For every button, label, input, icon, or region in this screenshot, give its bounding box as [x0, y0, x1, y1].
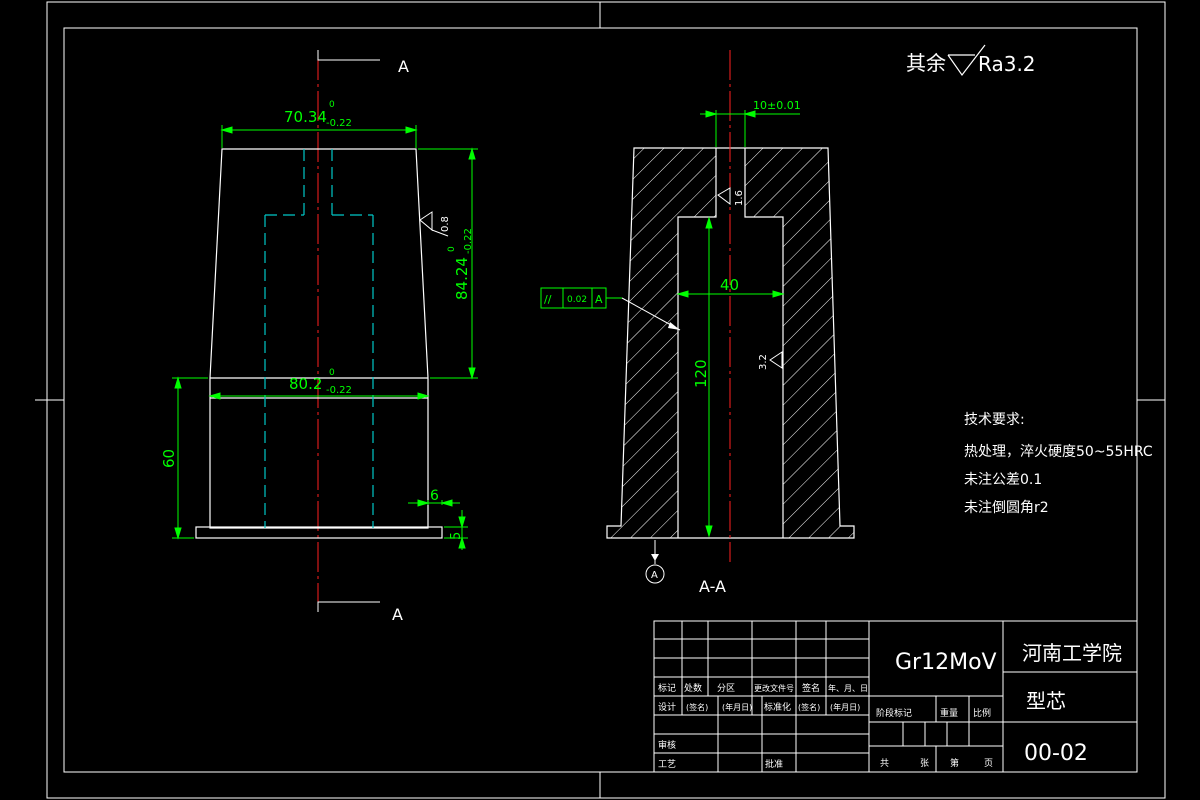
sheet-frame [35, 1, 1166, 799]
sheet-label-page: 页 [984, 758, 993, 769]
section-title: A-A [699, 577, 726, 596]
hole-width-dim: 10±0.01 [753, 99, 801, 112]
rev-header-3: 更改文件号 [754, 683, 794, 693]
height-tol-lower: -0.22 [463, 228, 474, 254]
title-block-text: 标记 处数 分区 更改文件号 签名 年、月、日 设计 (签名) (年月日) 标准… [658, 641, 1122, 770]
design-date: (年月日) [722, 702, 752, 712]
front-dimensions [172, 125, 478, 550]
material: Gr12MoV [895, 650, 997, 675]
design-sign: (签名) [686, 702, 708, 712]
tech-requirements: 技术要求: 热处理，淬火硬度50~55HRC 未注公差0.1 未注倒圆角r2 [964, 412, 1153, 516]
roughness-inner-value: 3.2 [758, 354, 769, 370]
lower-height-dim: 60 [160, 449, 178, 468]
section-view-a-a: 10±0.01 40 120 // 0.02 A 1.6 3.2 A A-A [540, 50, 855, 596]
section-mark-top: A [398, 57, 409, 76]
roughness-inner-icon [769, 351, 783, 369]
tech-item-3: 未注倒圆角r2 [964, 500, 1049, 516]
part-name: 型芯 [1026, 689, 1066, 713]
roughness-top-value: 1.6 [734, 190, 745, 206]
height-dim: 84.24 [453, 257, 471, 300]
roughness-top-icon [717, 187, 731, 205]
standardize-sign: (签名) [798, 702, 820, 712]
review-label: 审核 [658, 739, 676, 751]
section-hatched-body [606, 147, 855, 539]
front-hidden-lines [264, 149, 374, 528]
cavity-depth-dim: 120 [692, 359, 710, 388]
mid-width-tol-upper: 0 [329, 368, 335, 378]
process-label: 工艺 [658, 759, 676, 770]
sheet-label-number: 第 [950, 757, 959, 769]
standardize-date: (年月日) [830, 702, 860, 712]
tech-item-1: 热处理，淬火硬度50~55HRC [964, 444, 1153, 460]
step-dim: 6 [430, 488, 439, 504]
datum-label: A [651, 570, 658, 581]
surface-roughness-note: 其余 Ra3.2 [906, 44, 1036, 77]
roughness-symbol-icon [947, 44, 986, 77]
section-mark-bottom: A [392, 605, 403, 624]
mid-width-dim: 80.2 [289, 375, 322, 393]
section-dimensions [540, 110, 800, 538]
datum-circle-icon [645, 564, 665, 584]
front-view: A A [160, 50, 478, 624]
roughness-value: Ra3.2 [978, 52, 1036, 76]
tolerance-symbol: // [544, 293, 552, 306]
top-width-dim: 70.34 [284, 108, 327, 126]
drawing-number: 00-02 [1024, 741, 1088, 766]
roughness-side-value: 0.8 [440, 216, 451, 232]
school-name: 河南工学院 [1022, 641, 1122, 665]
approve-label: 批准 [765, 758, 783, 770]
scale-header: 比例 [973, 707, 991, 719]
mid-width-tol-lower: -0.22 [326, 385, 352, 396]
rev-header-0: 标记 [658, 682, 676, 694]
rev-header-4: 签名 [802, 682, 820, 694]
cavity-width-dim: 40 [720, 276, 739, 294]
rev-header-1: 处数 [684, 682, 702, 694]
rev-header-5: 年、月、日 [828, 683, 868, 693]
base-dim: 5 [449, 532, 464, 540]
tech-title: 技术要求: [964, 412, 1025, 428]
front-base-flange [195, 526, 443, 539]
stage-header: 阶段标记 [876, 707, 912, 719]
roughness-side-icon [419, 211, 433, 232]
roughness-prefix: 其余 [906, 51, 946, 75]
rev-header-2: 分区 [717, 683, 735, 694]
sheet-label-total: 共 [880, 758, 889, 769]
title-block [653, 620, 1138, 773]
front-outline [209, 148, 429, 529]
standardize-label: 标准化 [764, 701, 791, 713]
weight-header: 重量 [940, 707, 958, 719]
height-tol-upper: 0 [447, 246, 457, 252]
top-width-tol-lower: -0.22 [326, 118, 352, 129]
tolerance-value: 0.02 [567, 295, 587, 305]
top-width-tol-upper: 0 [329, 100, 335, 110]
sheet-label-zhang: 张 [920, 758, 929, 769]
design-label: 设计 [658, 701, 676, 713]
tech-item-2: 未注公差0.1 [964, 472, 1042, 488]
tolerance-datum: A [595, 293, 603, 306]
